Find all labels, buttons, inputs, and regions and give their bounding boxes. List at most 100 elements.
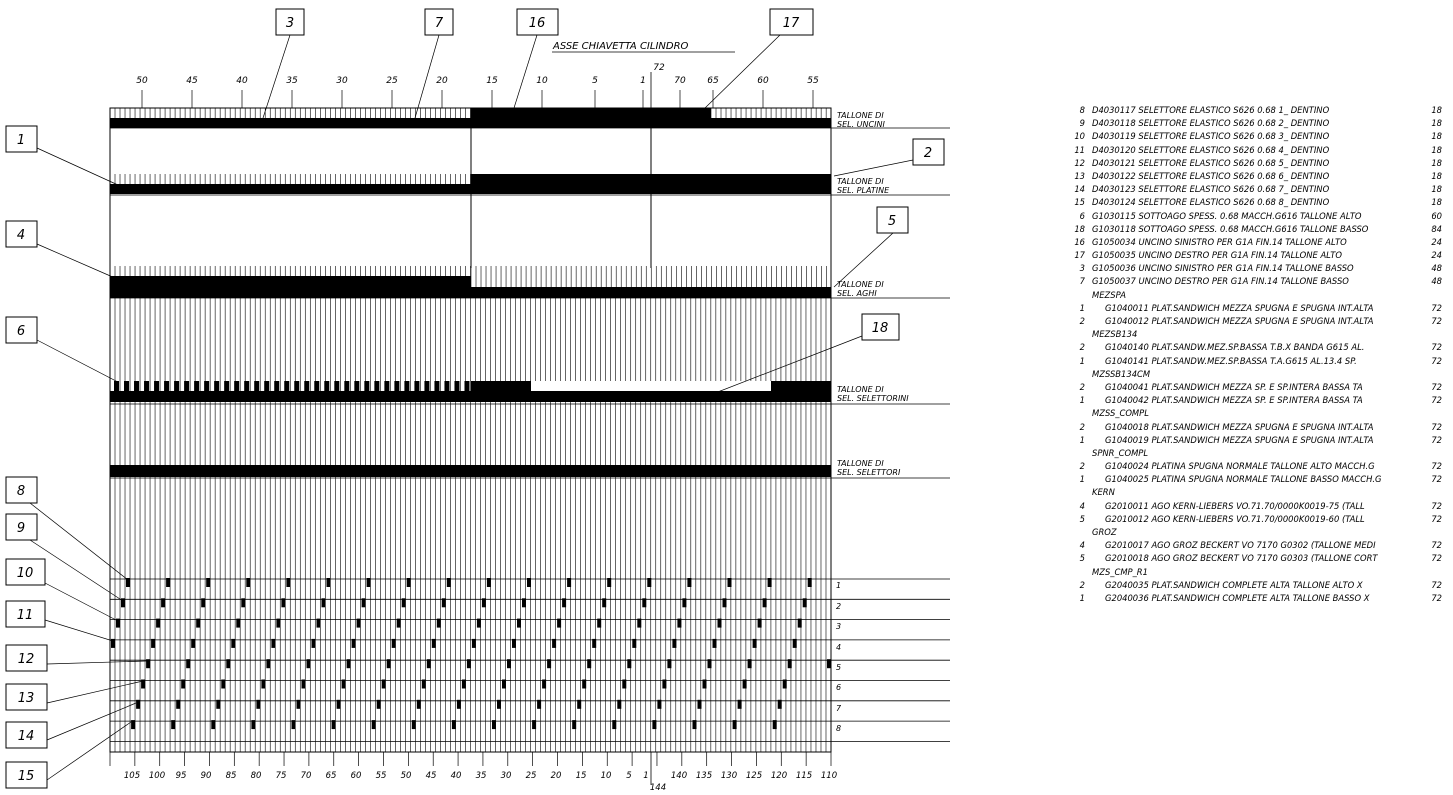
callout-number: 16 (529, 16, 546, 31)
bottom-scale-label: 120 (771, 771, 787, 781)
bottom-scale-label: 135 (696, 771, 712, 781)
selector-row-labels: 1 2 3 4 5 6 7 8 (836, 581, 842, 733)
bom-total: 72 (1431, 474, 1442, 485)
bottom-scale-label: 110 (821, 771, 837, 781)
bom-qty: 2 (1079, 381, 1085, 392)
selector-marker (141, 679, 146, 689)
top-scale-label: 60 (757, 76, 769, 86)
callout-leaders (29, 34, 914, 781)
callout-box (5, 316, 38, 344)
bom-total: 72 (1431, 500, 1442, 511)
cam-tooth (204, 381, 210, 391)
selector-marker (827, 659, 831, 669)
bom-qty: 1 (1079, 355, 1085, 366)
selector-marker (206, 578, 211, 587)
callout-leader (29, 502, 129, 581)
selector-marker (587, 659, 592, 669)
selector-row-label: 5 (836, 663, 841, 672)
selector-marker (502, 679, 506, 689)
callout-leader (414, 34, 440, 119)
bom-qty: 5 (1079, 553, 1085, 564)
selector-marker (266, 659, 271, 669)
selector-marker (116, 618, 120, 628)
selector-marker (512, 638, 516, 648)
track-label: SEL. SELETTORI (837, 468, 901, 477)
selector-marker (226, 659, 231, 669)
selector-marker (251, 720, 256, 730)
selector-marker (802, 598, 807, 608)
selector-marker (386, 659, 391, 669)
callout-box (876, 206, 909, 234)
bom-group-header: MEZSPA (1070, 289, 1442, 302)
cam-track-bar (110, 391, 831, 402)
bom-description: G2040036 PLAT.SANDWICH COMPLETE ALTA TAL… (1105, 592, 1370, 603)
bom-description: D4030122 SELETTORE ELASTICO S626 0.68 6_… (1092, 170, 1330, 181)
bottom-scale-label: 95 (176, 771, 187, 781)
bottom-scale-label: 10 (601, 771, 612, 781)
selector-marker (146, 659, 151, 669)
bottom-scale-label: 90 (201, 771, 212, 781)
selector-marker (326, 578, 331, 587)
selector-marker (111, 638, 115, 648)
selector-marker (622, 679, 627, 689)
selector-marker (406, 578, 411, 587)
bottom-scale-label: 100 (149, 771, 165, 781)
bom-qty: 16 (1074, 236, 1085, 247)
selector-marker (717, 618, 722, 628)
selector-marker (421, 679, 426, 689)
selector-marker (156, 618, 161, 628)
cam-tooth (284, 381, 290, 391)
bom-qty: 1 (1079, 592, 1085, 603)
selector-marker (296, 699, 301, 709)
bottom-scale-label: 80 (251, 771, 262, 781)
cam-tooth (134, 381, 140, 391)
selector-marker (171, 720, 176, 730)
cam-tooth (184, 381, 190, 391)
cam-track-bar (471, 381, 531, 391)
callout-number: 4 (17, 228, 25, 243)
selector-marker (752, 638, 757, 648)
top-scale-label: 50 (136, 76, 148, 86)
bom-description: MZSS_COMPL (1092, 408, 1149, 419)
bom-qty: 15 (1074, 197, 1085, 208)
bom-total: 24 (1431, 236, 1442, 247)
cam-tooth (294, 381, 300, 391)
selector-marker (572, 720, 577, 730)
cam-track-bar (110, 465, 831, 477)
bom-group-header: GROZ (1070, 526, 1442, 539)
selector-marker (426, 659, 431, 669)
selector-row-label: 2 (836, 602, 841, 611)
selector-row-label: 4 (836, 643, 841, 652)
selector-marker (161, 598, 166, 608)
cam-tooth (344, 381, 350, 391)
callout-leader (29, 539, 124, 602)
bom-total: 18 (1431, 197, 1442, 208)
cam-tooth (464, 381, 470, 391)
cam-tooth (354, 381, 360, 391)
cam-track-bar (771, 381, 831, 391)
track-labels: TALLONE DI SEL. UNCINI TALLONE DI SEL. P… (837, 111, 909, 477)
cam-tooth (254, 381, 260, 391)
selector-marker (617, 699, 622, 709)
cam-track-bar (110, 184, 831, 194)
bom-total: 18 (1431, 157, 1442, 168)
track-label: TALLONE DI (837, 385, 884, 394)
bottom-scale: 105 100 95 90 85 80 75 70 65 60 55 50 45… (124, 771, 837, 793)
bom-qty: 12 (1074, 157, 1085, 168)
cam-tooth (434, 381, 440, 391)
callout-leader (833, 232, 894, 288)
bom-qty: 2 (1079, 342, 1085, 353)
callout-box (5, 476, 38, 504)
bom-description: KERN (1092, 487, 1115, 498)
bom-description: G1040024 PLATINA SPUGNA NORMALE TALLONE … (1105, 461, 1375, 472)
selector-marker (727, 578, 732, 587)
selector-marker (567, 578, 572, 587)
callout-leader (44, 582, 119, 622)
top-scale-label: 70 (674, 76, 686, 86)
selector-marker (321, 598, 326, 608)
callouts: 3 7 16 17 1 2 4 5 6 18 8 9 10 11 12 13 1… (5, 8, 945, 789)
